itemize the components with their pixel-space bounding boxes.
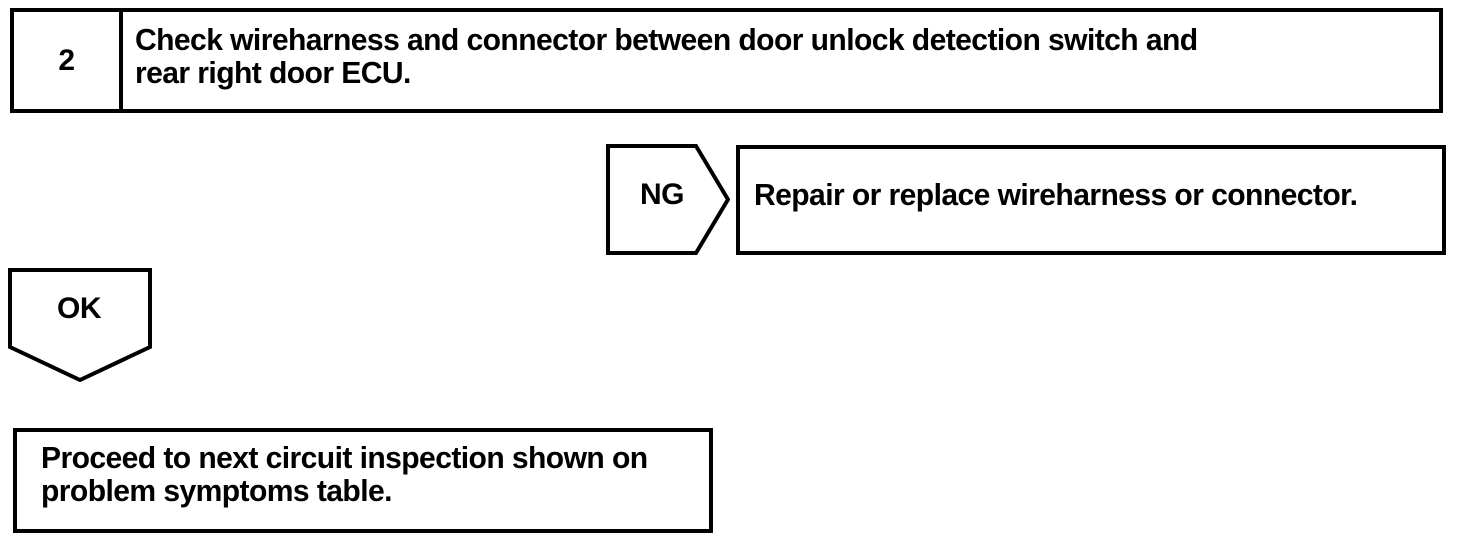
ng-result-box: Repair or replace wireharness or connect… (736, 145, 1446, 255)
ok-branch-marker: OK (8, 268, 152, 382)
ng-branch-marker: NG (606, 144, 730, 255)
step-number-cell: 2 (14, 12, 123, 109)
ng-result-text: Repair or replace wireharness or connect… (754, 177, 1358, 212)
step-instruction-cell: Check wireharness and connector between … (123, 12, 1439, 109)
step-instruction-text: Check wireharness and connector between … (135, 22, 1198, 90)
pentagon-down-icon (8, 268, 152, 382)
ng-label: NG (640, 178, 685, 211)
step-row: 2 Check wireharness and connector betwee… (10, 8, 1443, 113)
ok-result-text: Proceed to next circuit inspection shown… (41, 440, 648, 508)
ok-result-box: Proceed to next circuit inspection shown… (13, 428, 713, 533)
pentagon-right-icon (606, 144, 730, 255)
ok-label: OK (57, 292, 102, 325)
step-number: 2 (58, 43, 75, 77)
